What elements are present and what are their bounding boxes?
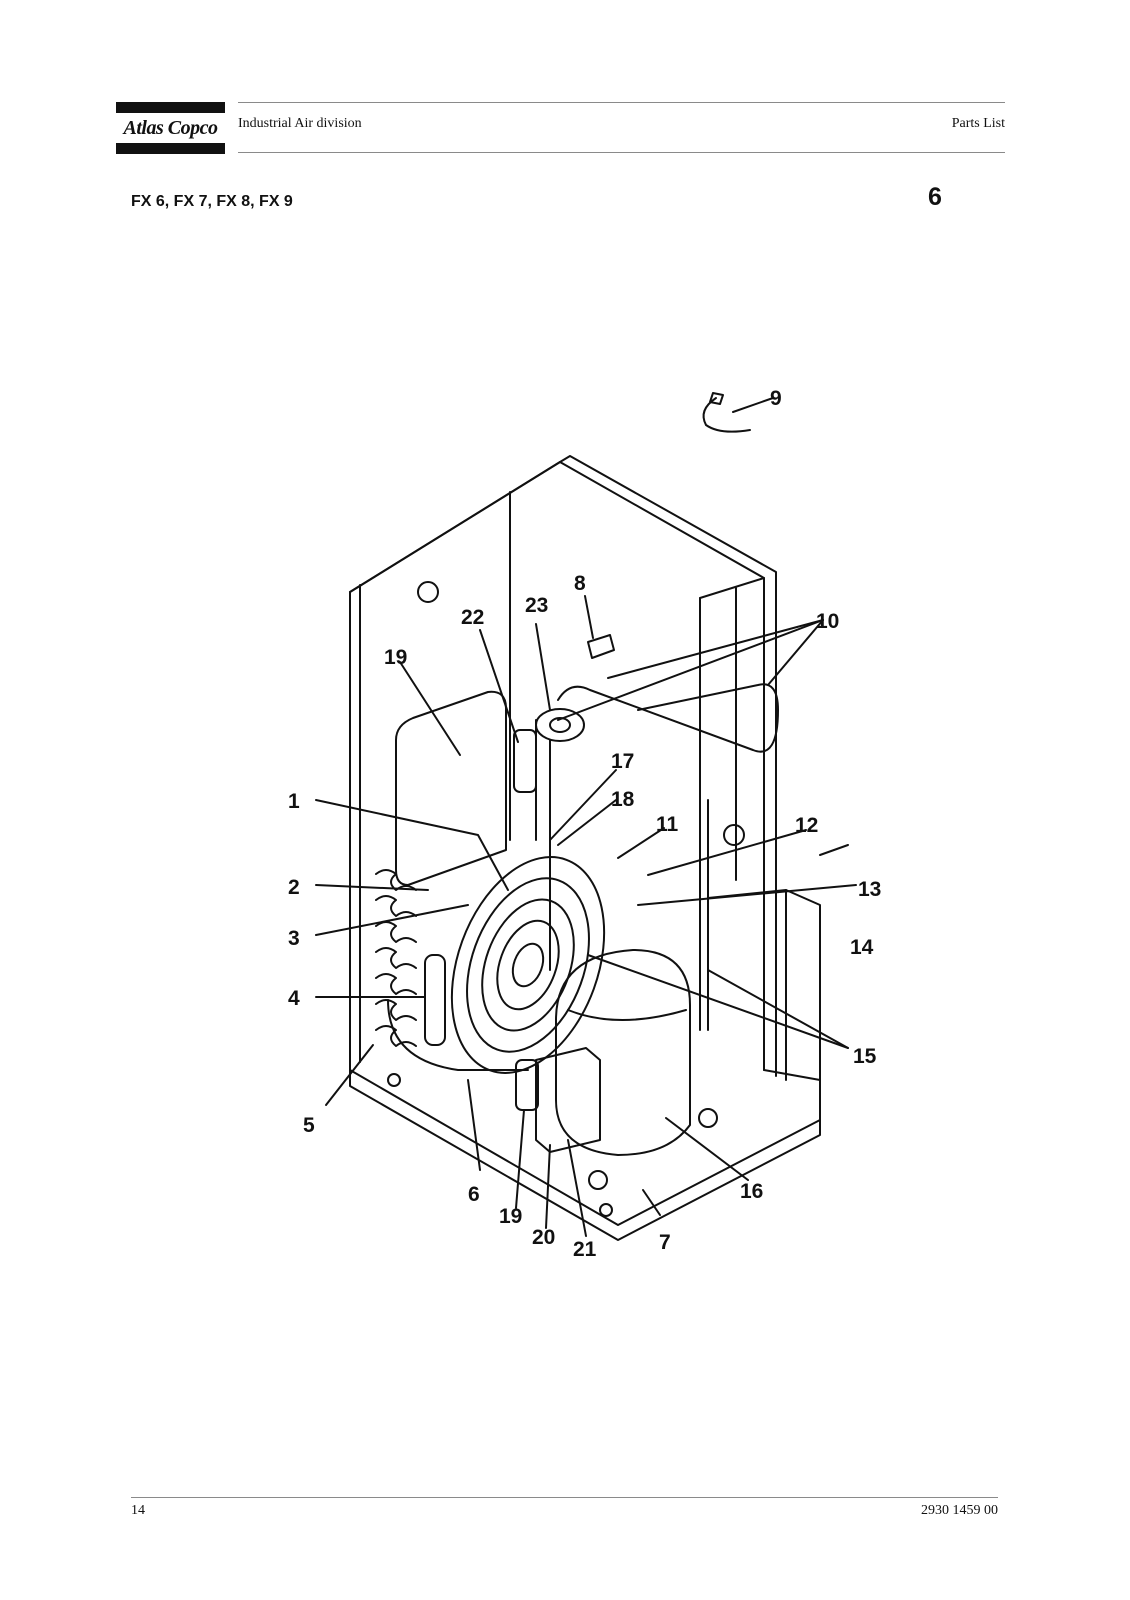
- callout-4: 4: [288, 987, 300, 1010]
- document-number: 2930 1459 00: [921, 1503, 998, 1518]
- header-document-type: Parts List: [951, 116, 1005, 131]
- callout-17: 17: [611, 750, 634, 773]
- callout-10: 10: [816, 610, 839, 633]
- header-rule-top: [238, 102, 1005, 103]
- callout-13: 13: [858, 878, 881, 901]
- filter-drier: [424, 954, 446, 1046]
- callout-22: 22: [461, 606, 484, 629]
- callout-1: 1: [288, 790, 300, 813]
- atlas-copco-logo: Atlas Copco: [116, 102, 225, 154]
- callout-3: 3: [288, 927, 300, 950]
- logo-top-bar: [116, 102, 225, 113]
- callout-11: 11: [656, 813, 679, 836]
- logo-wordmark: Atlas Copco: [123, 117, 218, 139]
- figure-drawing: 1 2 3 4 5 6 7 8 9 10 11 12 13 14 15 16 1…: [288, 387, 881, 1261]
- callout-14: 14: [850, 936, 874, 959]
- header-rule-bottom: [238, 152, 1005, 153]
- callout-8: 8: [574, 572, 586, 595]
- callout-23: 23: [525, 594, 548, 617]
- callout-19-top: 19: [384, 646, 407, 669]
- callout-15: 15: [853, 1045, 877, 1068]
- callout-21: 21: [573, 1238, 597, 1261]
- exploded-parts-figure: 1 2 3 4 5 6 7 8 9 10 11 12 13 14 15 16 1…: [288, 380, 881, 1287]
- compressor: [555, 949, 691, 1156]
- models-title: FX 6, FX 7, FX 8, FX 9: [131, 193, 293, 210]
- start-relay: [535, 1047, 601, 1153]
- callout-9: 9: [770, 387, 782, 410]
- footer-rule: [131, 1497, 998, 1498]
- callout-7: 7: [659, 1231, 671, 1254]
- logo-bottom-bar: [116, 143, 225, 154]
- expansion-valve: [535, 708, 585, 742]
- callout-20: 20: [532, 1226, 555, 1249]
- page-number: 14: [131, 1503, 145, 1518]
- callout-6: 6: [468, 1183, 480, 1206]
- cable-tie: [702, 397, 751, 433]
- callout-2: 2: [288, 876, 300, 899]
- callout-5: 5: [303, 1114, 315, 1137]
- section-number: 6: [928, 183, 942, 211]
- refrigerant-piping: [557, 683, 779, 753]
- callout-19-bottom: 19: [499, 1205, 522, 1228]
- callout-16: 16: [740, 1180, 763, 1203]
- callout-12: 12: [795, 814, 818, 837]
- header-division: Industrial Air division: [238, 116, 362, 131]
- fan-guard: [450, 856, 606, 1074]
- callout-18: 18: [611, 788, 635, 811]
- callout-labels: 1 2 3 4 5 6 7 8 9 10 11 12 13 14 15 16 1…: [288, 387, 881, 1261]
- condenser-coil: [375, 869, 417, 1047]
